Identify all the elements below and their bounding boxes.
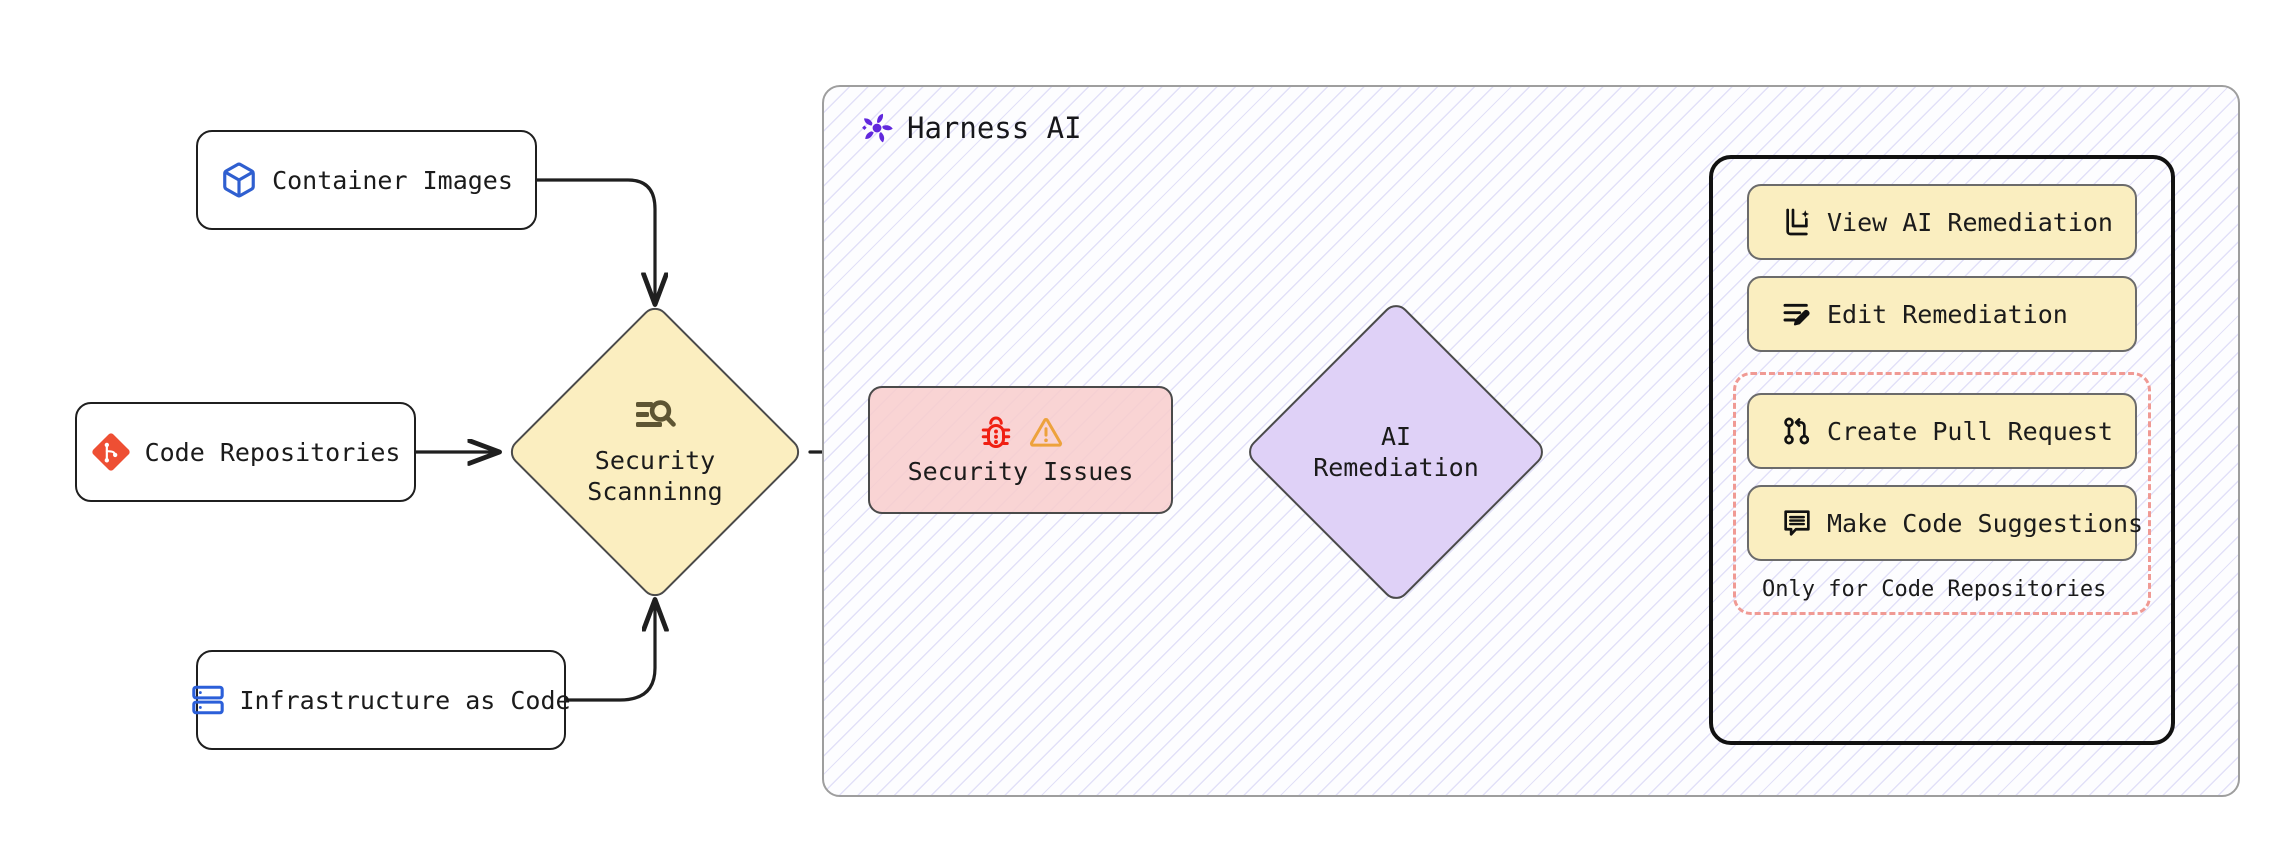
ai-document-sparkle-icon: [1781, 206, 1813, 238]
node-infrastructure-as-code[interactable]: Infrastructure as Code: [192, 650, 571, 750]
make-code-suggestions-label: Make Code Suggestions: [1827, 508, 2144, 538]
button-create-pull-request[interactable]: Create Pull Request: [1747, 393, 2137, 469]
harness-pinwheel-icon: [860, 111, 894, 145]
button-edit-remediation[interactable]: Edit Remediation: [1747, 276, 2137, 352]
create-pull-request-label: Create Pull Request: [1827, 416, 2113, 446]
repo-only-caption: Only for Code Repositories: [1762, 577, 2107, 602]
edge-container-to-scanning: [535, 178, 655, 302]
harness-ai-header: Harness AI: [860, 111, 1082, 145]
button-view-ai-remediation[interactable]: View AI Remediation: [1747, 184, 2137, 260]
bug-icon: [978, 415, 1014, 451]
security-issues-label: Security Issues: [907, 456, 1134, 486]
list-pencil-icon: [1781, 298, 1813, 330]
harness-ai-title: Harness AI: [907, 111, 1082, 145]
comment-lines-icon: [1781, 507, 1813, 539]
server-icon: [191, 683, 225, 717]
git-icon: [91, 432, 131, 472]
cube-icon: [220, 161, 258, 199]
warning-triangle-icon: [1028, 415, 1064, 451]
security-issues-icons: [978, 415, 1064, 451]
container-images-label: Container Images: [272, 165, 513, 195]
node-security-issues[interactable]: Security Issues: [868, 386, 1173, 514]
node-code-repositories[interactable]: Code Repositories: [75, 402, 416, 502]
view-ai-remediation-label: View AI Remediation: [1827, 207, 2113, 237]
git-pull-request-icon: [1781, 415, 1813, 447]
node-container-images[interactable]: Container Images: [196, 130, 537, 230]
remediation-actions-panel: View AI Remediation Edit Remediation: [1709, 155, 2175, 745]
node-ai-remediation[interactable]: AI Remediation: [1243, 299, 1549, 605]
repo-only-action-group: Create Pull Request Make Code Suggestion…: [1733, 372, 2151, 615]
node-security-scanning[interactable]: Security Scanninng: [505, 302, 805, 602]
edit-remediation-label: Edit Remediation: [1827, 299, 2068, 329]
code-repositories-label: Code Repositories: [144, 437, 401, 467]
button-make-code-suggestions[interactable]: Make Code Suggestions: [1747, 485, 2143, 561]
edge-iac-to-scanning: [564, 602, 655, 702]
infrastructure-as-code-label: Infrastructure as Code: [239, 685, 571, 715]
